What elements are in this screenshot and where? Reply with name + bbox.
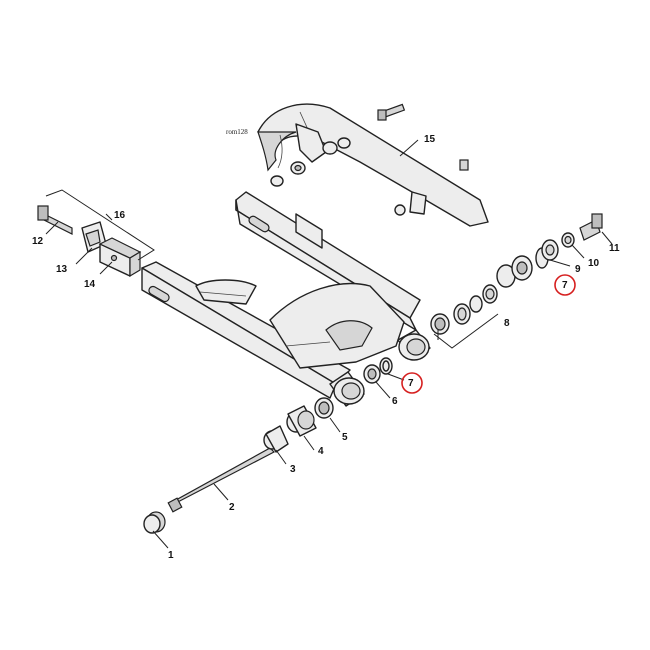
callout-14: 14 xyxy=(84,279,96,290)
callout-7-upper-highlight xyxy=(554,274,576,296)
callout-numbers: 1 2 3 4 5 6 7 8 9 10 11 12 13 14 15 16 7 xyxy=(32,134,620,561)
callout-7-lower-highlight xyxy=(401,372,423,394)
axle-adjuster xyxy=(37,189,155,278)
leader-lines xyxy=(45,139,613,549)
callout-2: 2 xyxy=(229,502,235,513)
belt-guard xyxy=(257,103,489,227)
bearing-stack xyxy=(430,213,603,335)
swingarm xyxy=(141,191,421,399)
callout-11: 11 xyxy=(609,243,620,254)
callout-10: 10 xyxy=(588,258,600,269)
callout-13: 13 xyxy=(56,264,68,275)
callout-1: 1 xyxy=(168,550,174,561)
callout-9: 9 xyxy=(575,264,581,275)
callout-15: 15 xyxy=(424,134,436,145)
figure-code: rom128 xyxy=(226,128,248,136)
belt-guard-hardware xyxy=(270,103,469,216)
callout-8: 8 xyxy=(504,318,510,329)
callout-12: 12 xyxy=(32,236,44,247)
callout-5: 5 xyxy=(342,432,348,443)
callout-4: 4 xyxy=(318,446,324,457)
pivot-bosses xyxy=(329,329,431,407)
callout-3: 3 xyxy=(290,464,296,475)
pivot-shaft-stack xyxy=(143,357,393,534)
callout-6: 6 xyxy=(392,396,398,407)
callout-7-upper: 7 xyxy=(562,280,568,291)
callout-16: 16 xyxy=(114,210,126,221)
callout-7-lower: 7 xyxy=(408,378,414,389)
